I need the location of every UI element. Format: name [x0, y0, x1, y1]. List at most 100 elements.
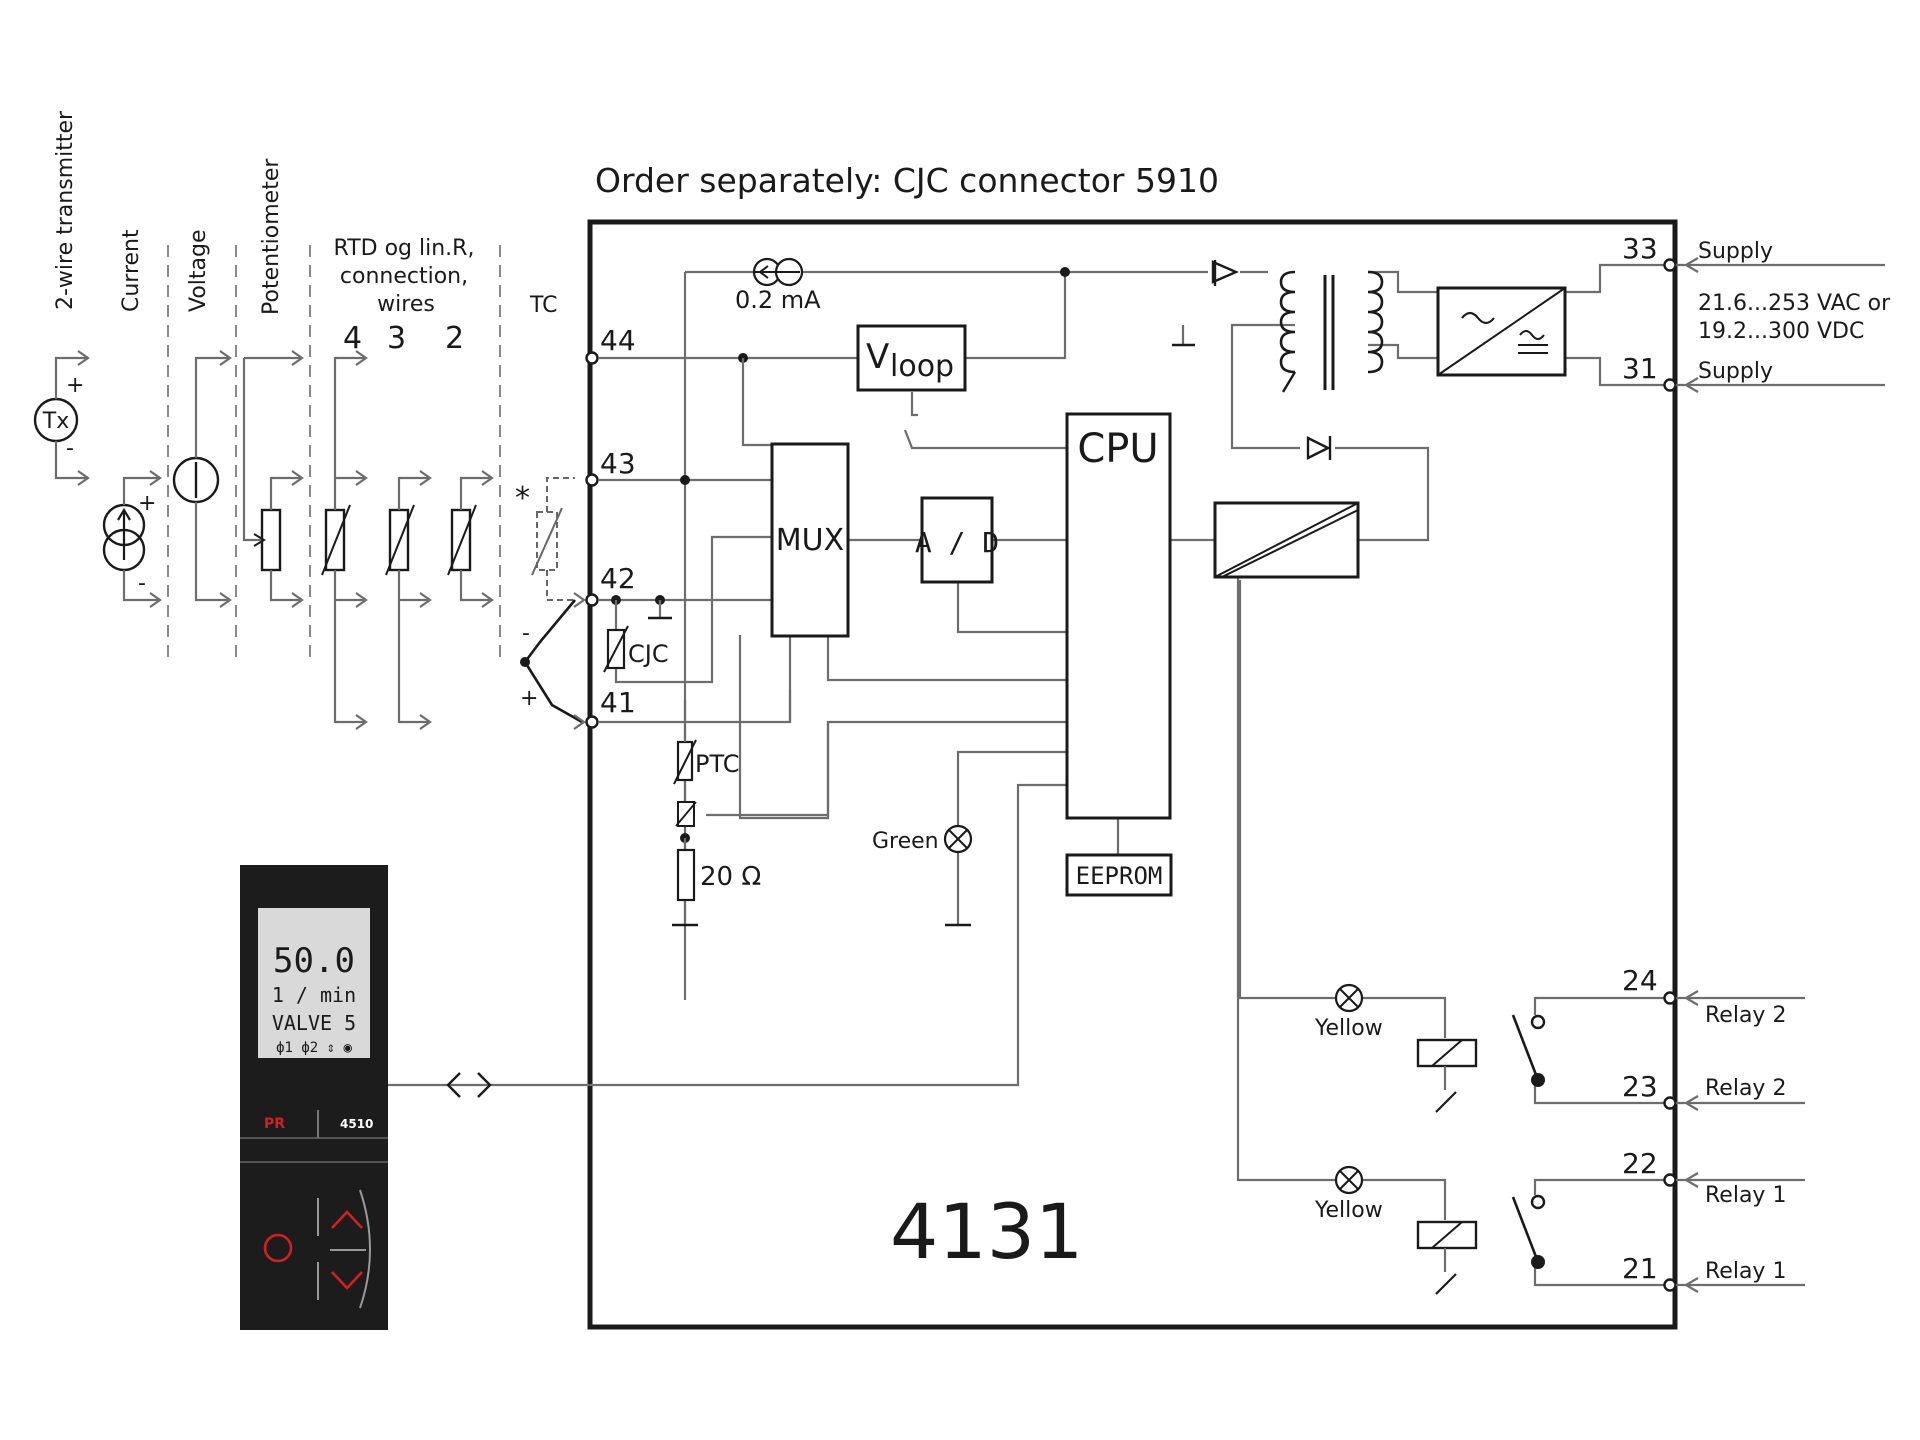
potentiometer-icon: [242, 350, 304, 608]
cjc-label: CJC: [628, 640, 669, 668]
yellow-led-relay2-icon: [1334, 983, 1364, 1013]
svg-text:23: 23: [1622, 1070, 1658, 1103]
ptc-icon: [673, 700, 697, 827]
terminal-33: 33: [1622, 232, 1677, 272]
terminal-42: 42: [585, 562, 636, 607]
terminal-24: 24: [1622, 964, 1677, 1005]
yellow-led-relay1-icon: [1334, 1165, 1364, 1195]
svg-text:+: +: [66, 373, 84, 398]
svg-text:-: -: [522, 621, 530, 646]
label-voltage: Voltage: [186, 229, 211, 312]
display-device-4510: 50.0 1 / min VALVE 5 ф1 ф2 ⇕ ◉ PR 4510: [240, 865, 388, 1330]
bidirectional-arrow-icon: [446, 1072, 492, 1098]
relay2-contact-icon: [1511, 1014, 1546, 1087]
label-potentiometer: Potentiometer: [259, 158, 284, 315]
current-source-icon: + -: [102, 470, 162, 608]
terminal-43: 43: [585, 447, 636, 487]
relay-label-23: Relay 2: [1705, 1076, 1786, 1101]
relay2-coil-icon: [1416, 1038, 1478, 1113]
svg-text:-: -: [138, 571, 146, 596]
cpu-label: CPU: [1077, 426, 1158, 472]
acdc-converter-icon: [1436, 286, 1567, 377]
vloop-subscript: loop: [890, 349, 954, 384]
isolation-block-icon: [1213, 501, 1360, 579]
svg-text:24: 24: [1622, 964, 1658, 997]
transformer-icon: [1279, 270, 1384, 393]
order-note: Order separately: CJC connector 5910: [595, 161, 1219, 200]
svg-text:44: 44: [600, 324, 636, 357]
current-source-0-2ma-icon: [752, 257, 804, 287]
terminal-44: 44: [585, 324, 636, 365]
eeprom-block: [1065, 853, 1173, 897]
terminal-23: 23: [1622, 1070, 1677, 1110]
display-tag: VALVE 5: [272, 1011, 356, 1035]
up-arrow-button[interactable]: [331, 1210, 363, 1229]
label-rtd-2: connection,: [340, 264, 468, 289]
label-rtd-1: RTD og lin.R,: [334, 236, 475, 261]
rtd-4wire-icon: [321, 350, 368, 730]
green-led-icon: [943, 824, 973, 854]
relay1-coil-icon: [1416, 1220, 1478, 1295]
ptc-label: PTC: [695, 750, 739, 778]
mux-block: [770, 442, 850, 638]
label-wires-2: 2: [445, 321, 464, 356]
resistor-label: 20 Ω: [700, 862, 761, 892]
label-current: Current: [119, 229, 144, 312]
svg-text:Tx: Tx: [42, 409, 69, 434]
ad-converter-block: [920, 496, 994, 584]
relay-label-22: Relay 1: [1705, 1183, 1786, 1208]
tc-input-icon: * - +: [515, 477, 586, 730]
yellow-led-label-2: Yellow: [1314, 1198, 1383, 1223]
svg-text:42: 42: [600, 562, 636, 595]
label-tc: TC: [529, 293, 558, 318]
label-2wire-transmitter: 2-wire transmitter: [53, 110, 78, 310]
display-model: 4510: [340, 1117, 373, 1131]
label-rtd-3: wires: [377, 292, 435, 317]
svg-text:22: 22: [1622, 1147, 1658, 1180]
svg-text:43: 43: [600, 447, 636, 480]
svg-text:33: 33: [1622, 232, 1658, 265]
rtd-2wire-icon: [447, 470, 494, 608]
rtd-3wire-icon: [385, 470, 432, 730]
relay-label-24: Relay 2: [1705, 1003, 1786, 1028]
voltage-source-icon: [172, 350, 232, 608]
svg-text:*: *: [515, 481, 530, 516]
svg-text:31: 31: [1622, 352, 1658, 385]
supply-spec-2: 19.2...300 VDC: [1698, 319, 1864, 344]
label-wires-4: 4: [343, 321, 362, 356]
green-led-label: Green: [872, 829, 939, 854]
brand-logo: PR: [264, 1116, 285, 1132]
relay-label-21: Relay 1: [1705, 1259, 1786, 1284]
cjc-resistor-icon: [603, 625, 629, 673]
device-model-label: 4131: [890, 1187, 1083, 1276]
down-arrow-button[interactable]: [331, 1271, 363, 1290]
terminal-21: 21: [1622, 1252, 1677, 1292]
yellow-led-label-1: Yellow: [1314, 1016, 1383, 1041]
device-enclosure: [587, 219, 1678, 1330]
cpu-block: [1065, 412, 1172, 820]
diode-middle-icon: [1306, 436, 1332, 460]
tx-transmitter-icon: Tx + -: [33, 350, 90, 486]
terminal-22: 22: [1622, 1147, 1677, 1187]
relay1-contact-icon: [1511, 1194, 1546, 1269]
internal-wiring: [385, 263, 1668, 1287]
terminal-31: 31: [1622, 352, 1677, 392]
vloop-label: V: [866, 337, 889, 377]
diode-top-icon: [1211, 260, 1240, 286]
svg-text:+: +: [138, 491, 156, 516]
ad-label: A / D: [915, 526, 999, 559]
display-status-icons: ф1 ф2 ⇕ ◉: [276, 1040, 352, 1056]
supply-label-top: Supply: [1698, 239, 1773, 264]
terminal-41: 41: [585, 686, 636, 729]
svg-text:21: 21: [1622, 1252, 1658, 1285]
display-screen: [258, 908, 370, 1058]
resistor-20-ohm-icon: [676, 848, 696, 902]
display-unit: 1 / min: [272, 983, 356, 1007]
svg-text:41: 41: [600, 686, 636, 719]
supply-spec-1: 21.6...253 VAC or: [1698, 291, 1891, 316]
vloop-block: [856, 324, 967, 392]
supply-label-bottom: Supply: [1698, 359, 1773, 384]
power-button[interactable]: [263, 1233, 293, 1263]
eeprom-label: EEPROM: [1076, 862, 1163, 890]
